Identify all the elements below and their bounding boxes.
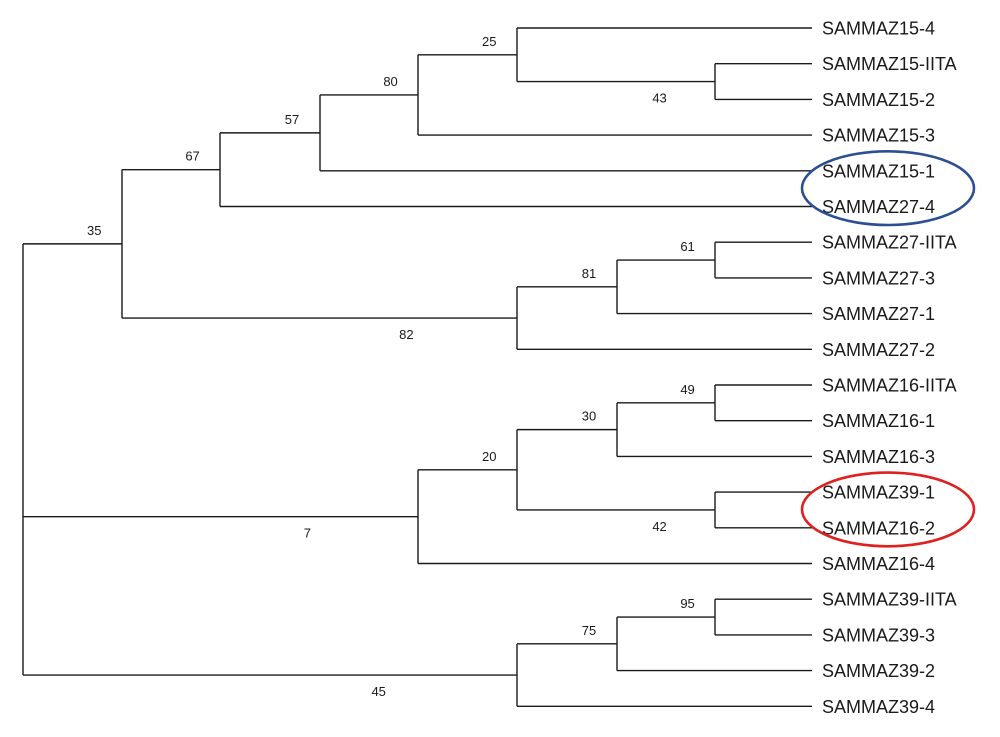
highlight-blue xyxy=(800,149,976,227)
leaf-label: SAMMAZ16-3 xyxy=(822,447,935,467)
support-value: 67 xyxy=(185,149,199,164)
support-value: 25 xyxy=(482,34,496,49)
highlight-red xyxy=(800,471,976,548)
leaf-label: SAMMAZ15-4 xyxy=(822,19,935,39)
leaf-label: SAMMAZ27-2 xyxy=(822,340,935,360)
leaf-label: SAMMAZ39-4 xyxy=(822,697,935,717)
support-value: 30 xyxy=(582,409,596,424)
leaf-label: SAMMAZ15-IITA xyxy=(822,54,957,74)
leaf-label: SAMMAZ27-3 xyxy=(822,268,935,288)
support-value: 7 xyxy=(304,526,311,541)
leaf-label: SAMMAZ27-1 xyxy=(822,304,935,324)
leaf-label: SAMMAZ39-IITA xyxy=(822,590,957,610)
support-value: 82 xyxy=(399,327,413,342)
leaf-label: SAMMAZ16-2 xyxy=(822,518,935,538)
support-value: 81 xyxy=(582,266,596,281)
leaf-label: SAMMAZ27-IITA xyxy=(822,233,957,253)
leaf-label: SAMMAZ15-2 xyxy=(822,90,935,110)
support-value: 35 xyxy=(87,223,101,238)
support-value: 43 xyxy=(652,91,666,106)
support-value: 42 xyxy=(652,519,666,534)
leaf-label: SAMMAZ15-3 xyxy=(822,126,935,146)
leaf-label: SAMMAZ27-4 xyxy=(822,197,935,217)
support-value: 49 xyxy=(680,382,694,397)
leaf-label: SAMMAZ39-1 xyxy=(822,483,935,503)
support-value: 75 xyxy=(582,623,596,638)
support-value: 20 xyxy=(482,449,496,464)
support-value: 57 xyxy=(285,112,299,127)
support-value: 95 xyxy=(680,596,694,611)
support-value: 45 xyxy=(371,684,385,699)
support-value: 61 xyxy=(680,239,694,254)
leaf-label: SAMMAZ39-3 xyxy=(822,625,935,645)
leaf-label: SAMMAZ16-1 xyxy=(822,411,935,431)
leaf-label: SAMMAZ16-IITA xyxy=(822,376,957,396)
leaf-label: SAMMAZ16-4 xyxy=(822,554,935,574)
leaf-label: SAMMAZ39-2 xyxy=(822,661,935,681)
branches xyxy=(22,27,812,707)
labels: 35 67 57 80 25 SAMMAZ15-4 43 SAMMAZ15-IITA SAMMA… xyxy=(87,19,957,717)
support-value: 80 xyxy=(383,74,397,89)
leaf-label: SAMMAZ15-1 xyxy=(822,161,935,181)
